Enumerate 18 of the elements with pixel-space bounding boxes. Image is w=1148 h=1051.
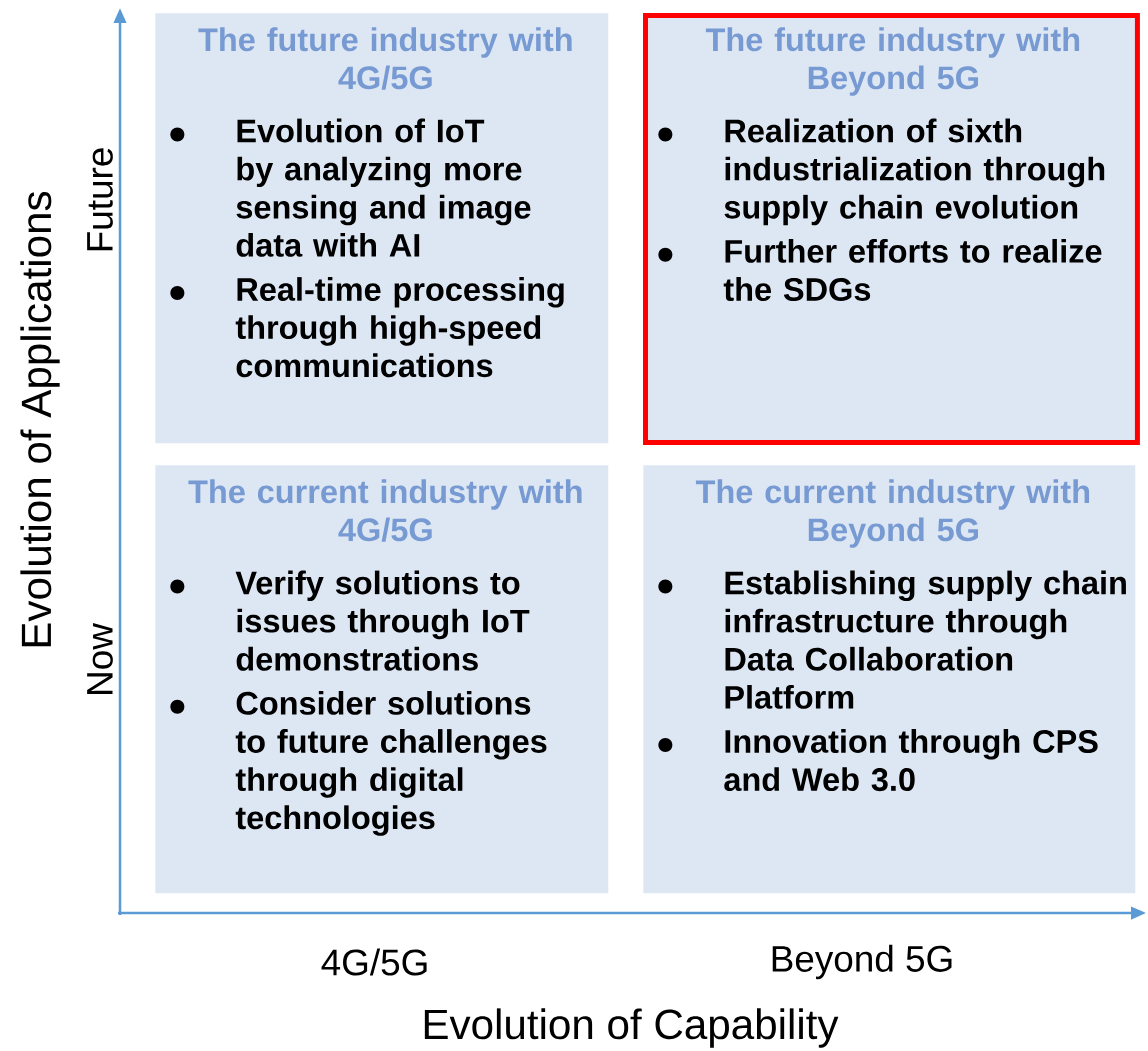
- heading-text: The future industry with 4G/5G: [198, 27, 572, 90]
- heading-text: The current industry with 4G/5G: [188, 479, 582, 542]
- axis-label: Future: [87, 148, 113, 251]
- axis-label: 4G/5G: [321, 948, 427, 976]
- bullet-item: Further efforts to realize the SDGs: [658, 238, 1102, 301]
- bullet-item: Innovation through CPS and Web 3.0: [658, 729, 1098, 792]
- bullet-item: Establishing supply chain infrastructure through Data Collaboration Platform: [658, 570, 1126, 709]
- heading-text: The current industry with Beyond 5G: [695, 479, 1090, 548]
- axis-label: Evolution of Applications: [20, 191, 60, 647]
- axis-label: Evolution of Capability: [424, 1008, 839, 1048]
- bullet-item: Consider solutions to future challenges through digital technologies: [170, 690, 547, 836]
- bullet-item: Verify solutions to issues through IoT demonstrations: [170, 570, 530, 671]
- bullet-item: Evolution of IoT by analyzing more sensing and image data with AI: [170, 118, 531, 257]
- axis-label: Beyond 5G: [772, 944, 952, 980]
- heading-text: The future industry with Beyond 5G: [705, 27, 1080, 96]
- bullet-item: Realization of sixth industrialization through supply chain evolution: [658, 118, 1105, 226]
- bullet-item: Real-time processing through high-speed communications: [170, 277, 564, 378]
- axis-label: Now: [87, 623, 113, 694]
